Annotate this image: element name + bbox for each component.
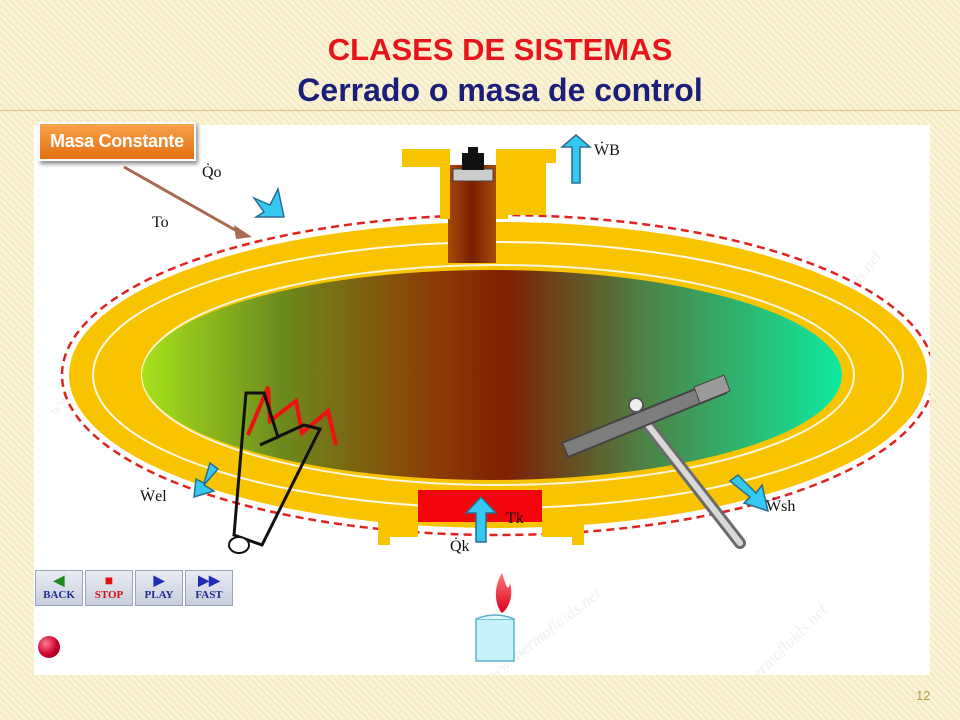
label-wb: ẆB (594, 141, 620, 159)
fast-label: FAST (195, 589, 223, 601)
page-number: 12 (916, 688, 931, 703)
square-stop-icon: ■ (104, 574, 114, 589)
fast-button[interactable]: ▶▶ FAST (185, 570, 233, 606)
label-qk: Q̇k (450, 537, 470, 555)
shaft-work-arrow (728, 474, 770, 513)
record-indicator[interactable] (38, 636, 60, 658)
callout-label: Masa Constante (38, 122, 196, 161)
piston-neck (402, 147, 556, 263)
animation-controls: ◀ BACK ■ STOP ▶ PLAY ▶▶ FAST (35, 570, 233, 606)
label-q0: Q̇o (202, 163, 222, 181)
stop-button[interactable]: ■ STOP (85, 570, 133, 606)
slide-subtitle: Cerrado o masa de control (297, 72, 703, 108)
double-triangle-right-icon: ▶▶ (198, 574, 220, 589)
label-t0: To (152, 214, 169, 231)
svg-text:www.thermofluids.net: www.thermofluids.net (713, 600, 832, 675)
label-wel: Ẇel (140, 487, 167, 505)
paddle-shaft (560, 374, 746, 549)
working-fluid (142, 270, 842, 480)
play-label: PLAY (144, 589, 174, 601)
back-button[interactable]: ◀ BACK (35, 570, 83, 606)
flame-burner (475, 573, 515, 662)
triangle-left-icon: ◀ (53, 574, 65, 589)
electric-heater (228, 386, 338, 554)
label-wsh: Ẇsh (766, 497, 795, 515)
callout-pointer (123, 165, 252, 239)
diagram-panel: www.thermofluids.net www.thermofluids.ne… (34, 125, 930, 675)
back-label: BACK (43, 589, 75, 601)
boundary-work-arrow (559, 134, 593, 184)
bottom-heat-port (378, 490, 584, 545)
heat-in-arrow (251, 186, 285, 218)
heat-input-arrow (464, 495, 498, 543)
title-divider (0, 110, 960, 111)
triangle-right-icon: ▶ (153, 574, 165, 589)
slide-title: CLASES DE SISTEMAS (327, 32, 673, 67)
energy-arrows (193, 134, 770, 543)
stop-label: STOP (94, 589, 124, 601)
electric-work-arrow (193, 461, 220, 499)
closed-system-diagram: www.thermofluids.net www.thermofluids.ne… (44, 134, 930, 675)
play-button[interactable]: ▶ PLAY (135, 570, 183, 606)
label-tk: Tk (506, 510, 524, 527)
